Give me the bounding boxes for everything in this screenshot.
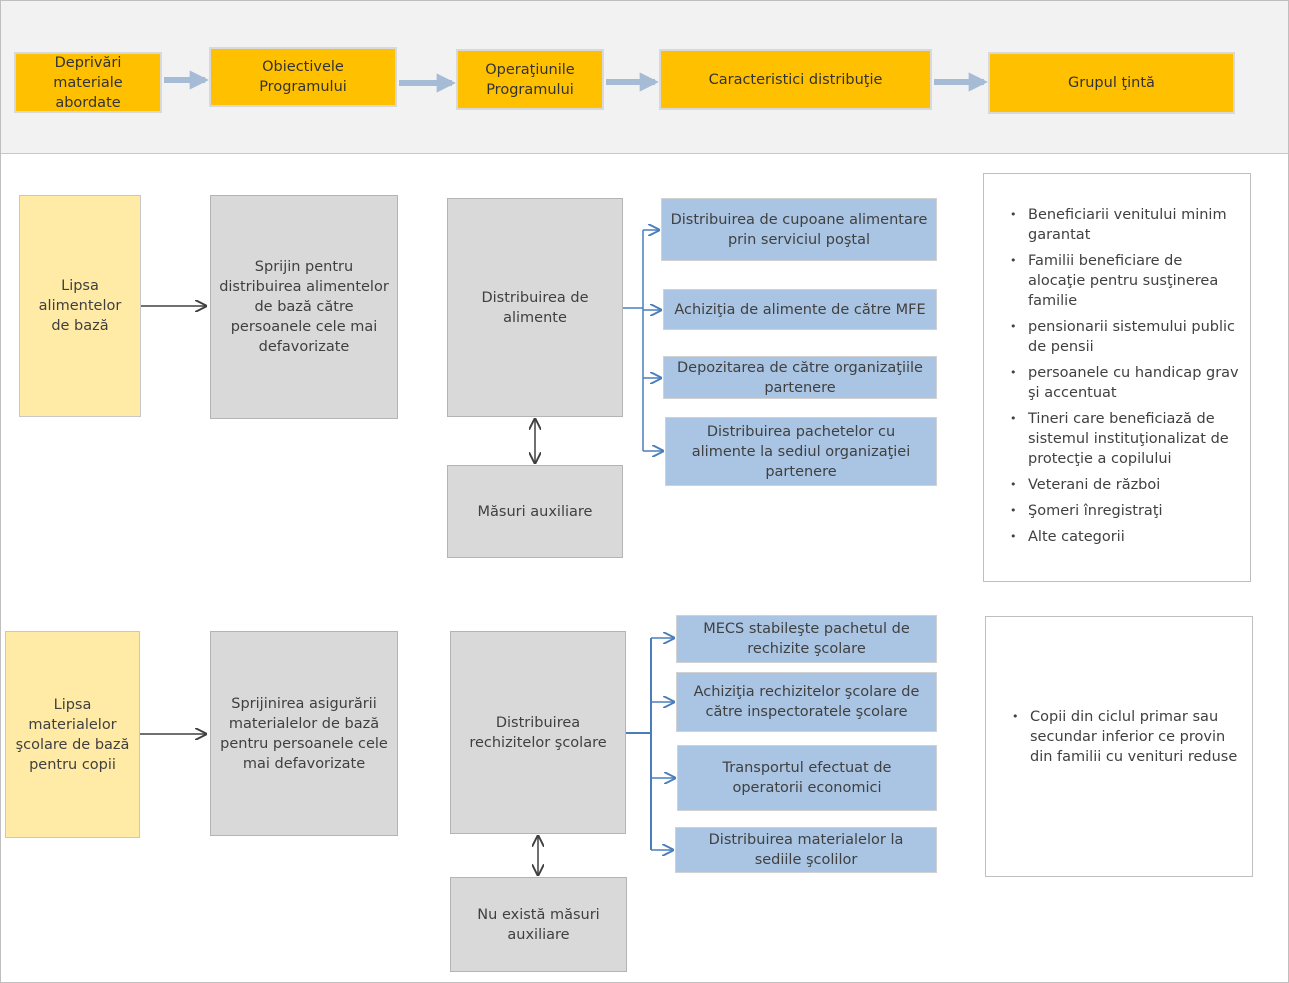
header-step-label: Obiectivele Programului [259, 59, 347, 95]
header-step-target-group: Grupul ţintă [988, 52, 1235, 114]
row2-deprivation-label: Lipsa materialelor şcolare de bază pentr… [15, 696, 130, 773]
row2-deprivation-box: Lipsa materialelor şcolare de bază pentr… [5, 631, 140, 838]
row2-characteristic-3: Transportul efectuat de operatorii econo… [677, 745, 937, 811]
characteristic-label: Distribuirea pachetelor cu alimente la s… [691, 423, 911, 480]
characteristic-label: Distribuirea materialelor la sediile şco… [708, 832, 904, 868]
row2-operation-box: Distribuirea rechizitelor şcolare [450, 631, 626, 834]
header-step-label: Deprivări materiale abordate [53, 54, 123, 111]
row2-characteristic-1: MECS stabileşte pachetul de rechizite şc… [676, 615, 937, 663]
row2-connectors [140, 638, 675, 875]
row1-characteristic-4: Distribuirea pachetelor cu alimente la s… [665, 417, 937, 486]
row2-auxiliary-box: Nu există măsuri auxiliare [450, 877, 627, 972]
row2-characteristic-2: Achiziţia rechizitelor şcolare de către … [676, 672, 937, 732]
characteristic-label: Transportul efectuat de operatorii econo… [722, 760, 892, 796]
target-group-item: Beneficiarii venitului minim garantat [998, 205, 1240, 245]
characteristic-label: Depozitarea de către organizaţiile parte… [677, 359, 923, 396]
target-group-item: Copii din ciclul primar sau secundar inf… [1000, 707, 1242, 767]
characteristic-label: Distribuirea de cupoane alimentare prin … [670, 211, 928, 248]
row2-auxiliary-label: Nu există măsuri auxiliare [477, 906, 600, 943]
row2-operation-label: Distribuirea rechizitelor şcolare [469, 714, 607, 751]
header-step-objectives: Obiectivele Programului [209, 47, 397, 107]
row1-blue-trunk [623, 230, 644, 451]
row2-characteristic-4: Distribuirea materialelor la sediile şco… [675, 827, 937, 873]
row1-characteristic-3: Depozitarea de către organizaţiile parte… [663, 356, 937, 399]
row1-operation-label: Distribuirea de alimente [481, 289, 589, 326]
row1-deprivation-box: Lipsa alimentelor de bază [19, 195, 141, 417]
row1-objective-label: Sprijin pentru distribuirea alimentelor … [219, 259, 389, 355]
target-group-item: Alte categorii [998, 527, 1240, 547]
row1-operation-box: Distribuirea de alimente [447, 198, 623, 417]
characteristic-label: Achiziţia rechizitelor şcolare de către … [693, 684, 920, 720]
row2-target-group-box: Copii din ciclul primar sau secundar inf… [985, 616, 1253, 877]
header-step-deprivations: Deprivări materiale abordate [14, 52, 162, 113]
row1-objective-box: Sprijin pentru distribuirea alimentelor … [210, 195, 398, 419]
row2-objective-label: Sprijinirea asigurării materialelor de b… [220, 695, 388, 772]
row1-characteristic-2: Achiziţia de alimente de către MFE [663, 289, 937, 330]
header-step-label: Grupul ţintă [1068, 75, 1155, 91]
header-step-operations: Operaţiunile Programului [456, 49, 604, 110]
row1-connectors [141, 230, 663, 463]
header-step-characteristics: Caracteristici distribuţie [659, 49, 932, 110]
row1-characteristic-1: Distribuirea de cupoane alimentare prin … [661, 198, 937, 261]
header-arrows [164, 70, 988, 93]
target-group-item: pensionarii sistemului public de pensii [998, 317, 1240, 357]
row2-target-group-list: Copii din ciclul primar sau secundar inf… [1000, 707, 1242, 767]
header-step-label: Operaţiunile Programului [485, 61, 575, 98]
target-group-item: Familii beneficiare de alocaţie pentru s… [998, 251, 1240, 311]
row2-objective-box: Sprijinirea asigurării materialelor de b… [210, 631, 398, 836]
characteristic-label: Achiziţia de alimente de către MFE [674, 301, 926, 318]
row1-target-group-box: Beneficiarii venitului minim garantat Fa… [983, 173, 1251, 582]
target-group-item: Şomeri înregistraţi [998, 501, 1240, 521]
row1-deprivation-label: Lipsa alimentelor de bază [38, 278, 122, 334]
characteristic-label: MECS stabileşte pachetul de rechizite şc… [703, 621, 910, 657]
row1-auxiliary-label: Măsuri auxiliare [477, 503, 593, 520]
row2-blue-trunk [626, 638, 652, 850]
target-group-item: Veterani de război [998, 475, 1240, 495]
target-group-item: Tineri care beneficiază de sistemul inst… [998, 409, 1240, 469]
header-step-label: Caracteristici distribuţie [708, 71, 883, 88]
row1-auxiliary-box: Măsuri auxiliare [447, 465, 623, 558]
row1-target-group-list: Beneficiarii venitului minim garantat Fa… [998, 205, 1240, 547]
target-group-item: persoanele cu handicap grav şi accentuat [998, 363, 1240, 403]
